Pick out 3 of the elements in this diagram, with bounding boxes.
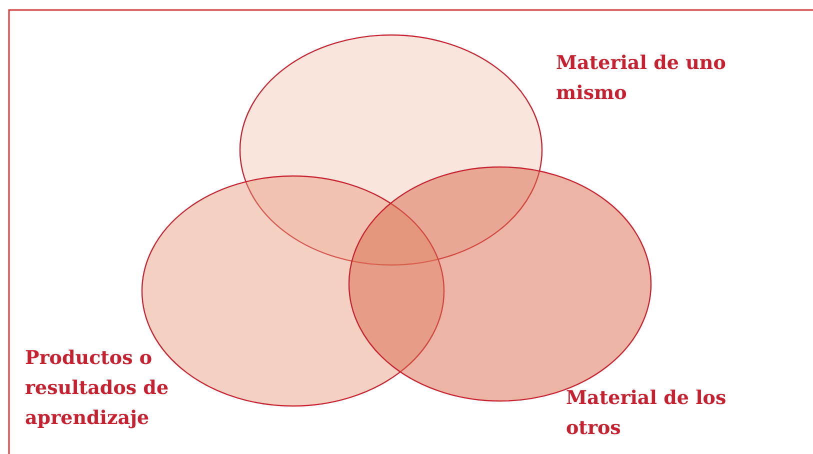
- set-label: Productos o resultados de aprendizaje: [25, 346, 170, 431]
- set-label: Material de los otros: [566, 386, 728, 441]
- set-label: Material de uno mismo: [556, 51, 727, 106]
